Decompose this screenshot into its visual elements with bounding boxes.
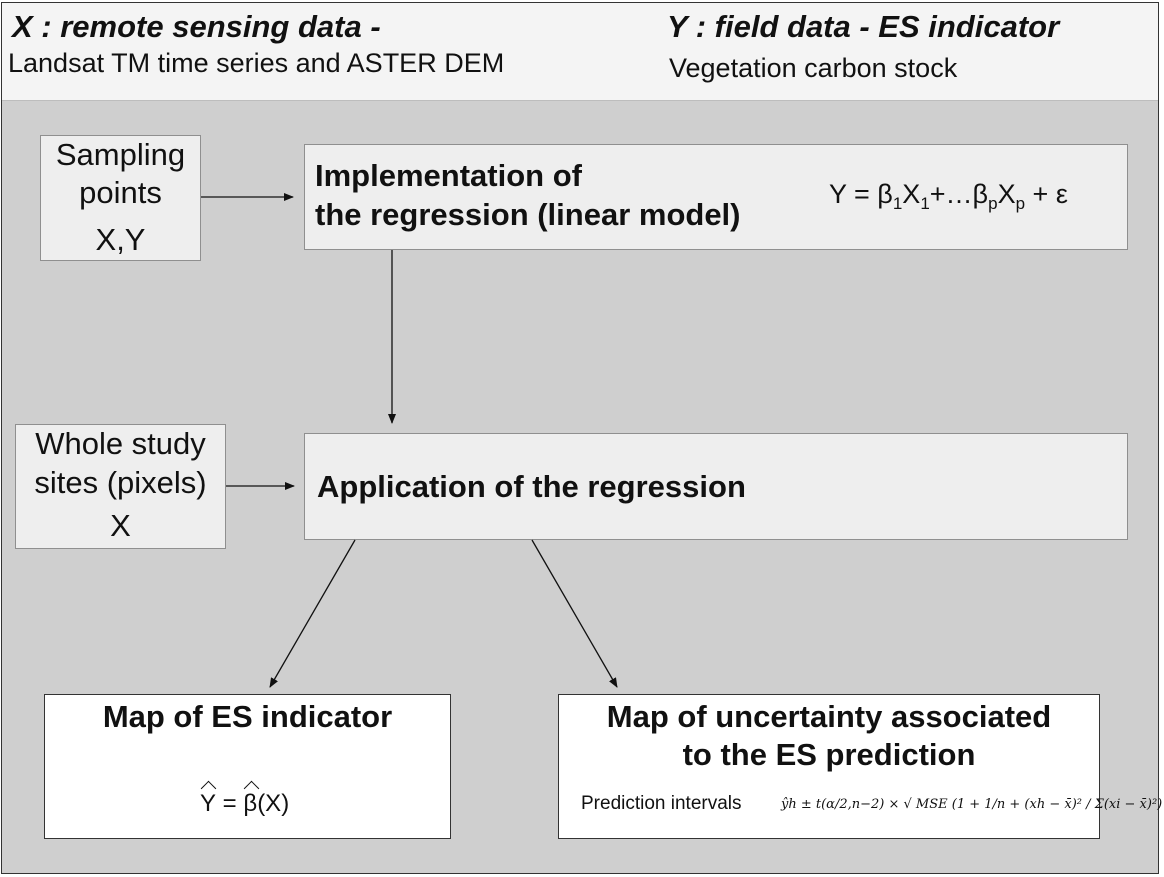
- linear-model-formula: Y = β1X1+…βpXp + ε: [829, 179, 1068, 213]
- map-uncertainty-box: Map of uncertainty associated to the ES …: [558, 694, 1162, 839]
- map-es-title: Map of ES indicator: [102, 699, 393, 734]
- prediction-intervals-formula: ŷh ± t(α/2,n−2) × √ MSE (1 + 1/n + (xh −…: [781, 797, 1163, 812]
- header-panel: X : remote sensing data - Landsat TM tim…: [2, 3, 1158, 101]
- sampling-line-1: Sampling: [55, 137, 186, 172]
- sites-line-2: sites (pixels): [34, 465, 207, 500]
- application-box: Application of the regression: [304, 433, 1128, 540]
- arrow-application-to-es-map: [269, 539, 356, 688]
- prediction-intervals-label: Prediction intervals: [581, 793, 742, 814]
- prediction-formula: Y = β(X): [200, 790, 290, 817]
- y-data-description: Vegetation carbon stock: [669, 53, 958, 83]
- sampling-line-2: points: [79, 175, 162, 210]
- y-data-title: Y : field data - ES indicator: [667, 9, 1060, 44]
- map-es-indicator-box: Map of ES indicator Y = β(X): [44, 694, 451, 839]
- map-uncertainty-line-1: Map of uncertainty associated: [606, 699, 1052, 734]
- implementation-line-2: the regression (linear model): [315, 197, 741, 232]
- sampling-points-box: Sampling points X,Y: [40, 135, 201, 261]
- implementation-line-1: Implementation of: [315, 158, 582, 193]
- whole-study-sites-box: Whole study sites (pixels) X: [15, 424, 226, 549]
- application-label: Application of the regression: [317, 469, 746, 504]
- arrow-application-to-uncertainty-map: [531, 539, 618, 688]
- x-data-title: X : remote sensing data -: [12, 9, 381, 44]
- implementation-box: Implementation of the regression (linear…: [304, 144, 1128, 250]
- sampling-line-3: X,Y: [95, 222, 146, 257]
- x-data-description: Landsat TM time series and ASTER DEM: [8, 48, 505, 78]
- sites-line-1: Whole study: [35, 426, 206, 461]
- sites-line-3: X: [110, 508, 131, 543]
- map-uncertainty-line-2: to the ES prediction: [682, 737, 976, 772]
